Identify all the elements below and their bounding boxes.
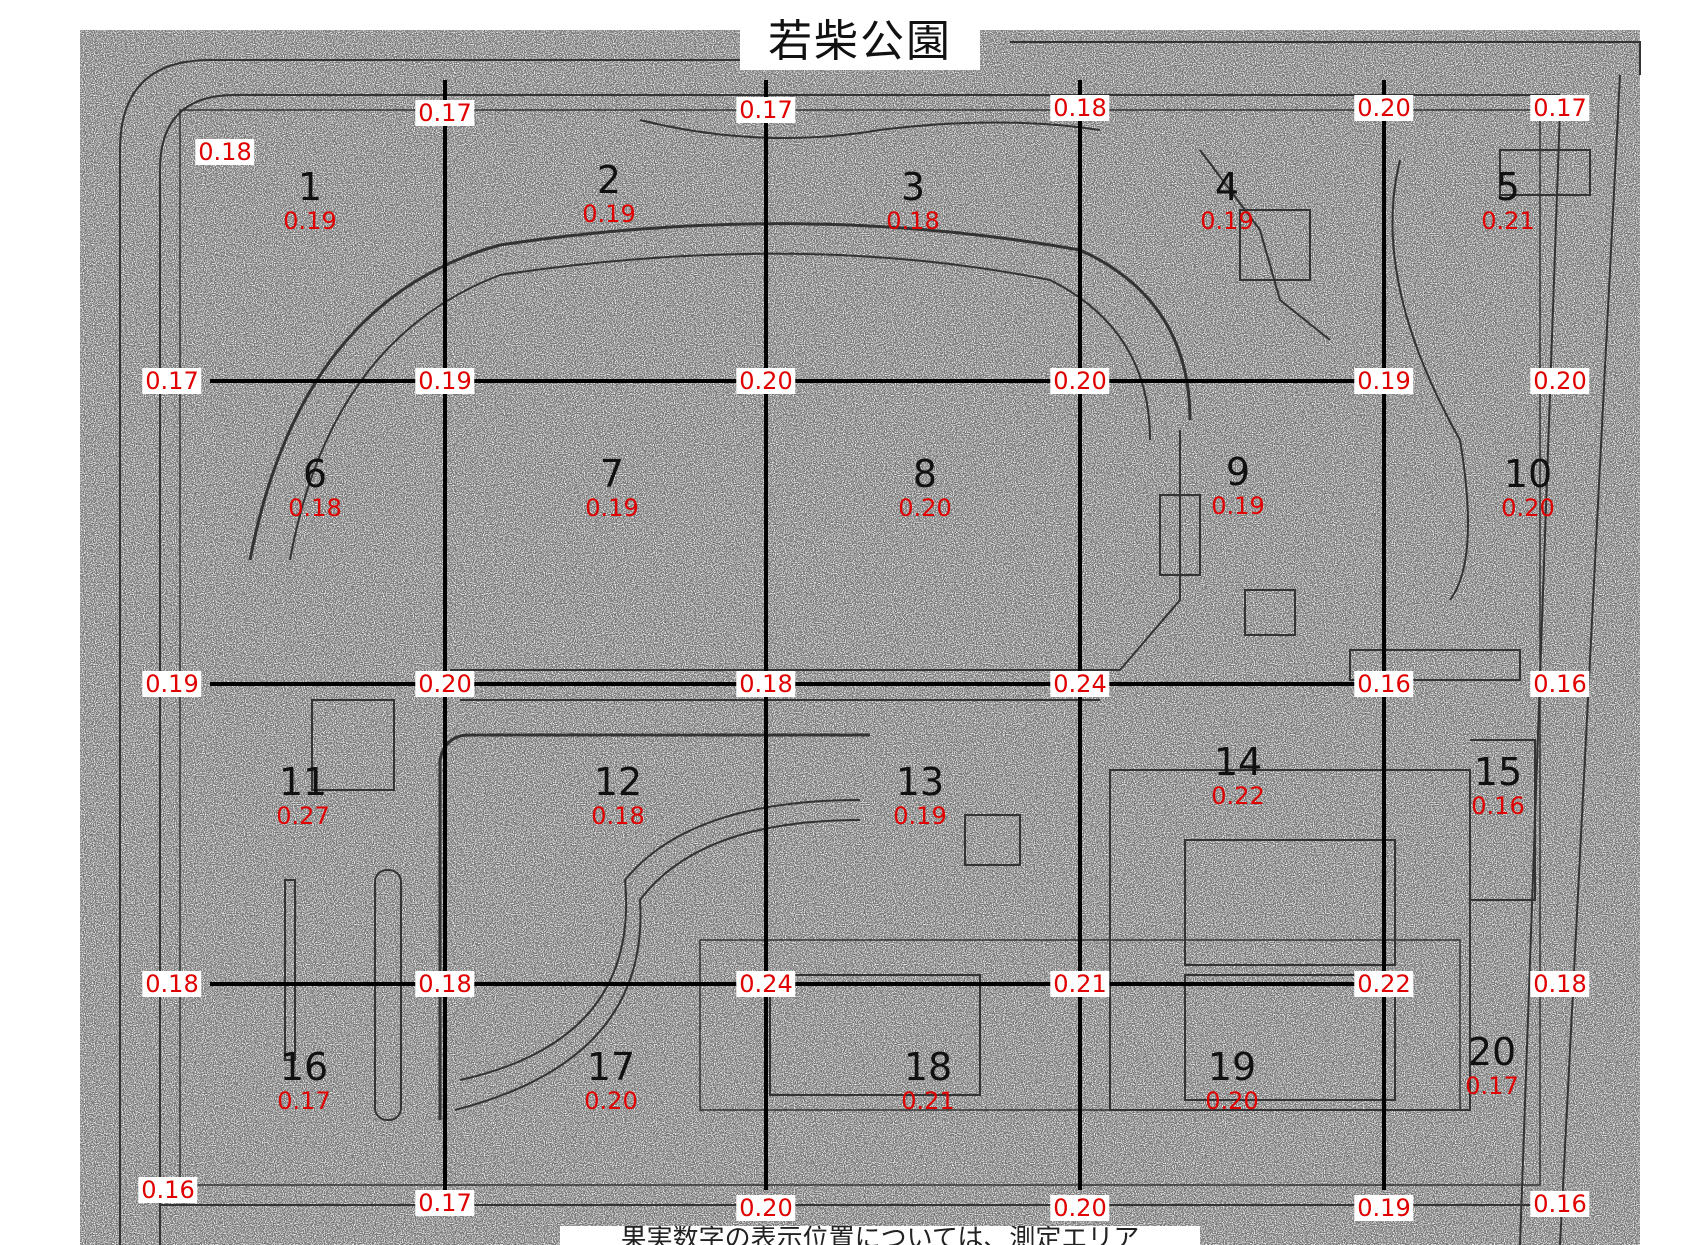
grid-point-value: 0.17	[736, 97, 796, 123]
cell-number: 15	[1473, 750, 1523, 794]
grid-point-value: 0.19	[142, 671, 202, 697]
cell-number: 12	[593, 760, 643, 804]
cell-number: 2	[596, 158, 622, 202]
cell-value: 0.27	[276, 802, 330, 830]
cell-number: 4	[1214, 165, 1240, 209]
cell-number: 14	[1213, 740, 1263, 784]
cell-number: 20	[1467, 1030, 1517, 1074]
cell-value: 0.18	[288, 494, 342, 522]
grid-point-value: 0.20	[1050, 368, 1110, 394]
grid-point-value: 0.16	[138, 1177, 198, 1203]
cell-number: 5	[1495, 165, 1521, 209]
grid-point-value: 0.20	[1354, 95, 1414, 121]
cell-value: 0.17	[277, 1087, 331, 1115]
cell-number: 16	[279, 1045, 329, 1089]
grid-point-value: 0.16	[1530, 1191, 1590, 1217]
grid-point-value: 0.19	[1354, 1195, 1414, 1221]
grid-point-value: 0.20	[736, 368, 796, 394]
grid-point-value: 0.16	[1530, 671, 1590, 697]
grid-point-value: 0.18	[1050, 95, 1110, 121]
cell-value: 0.21	[1481, 207, 1535, 235]
cell-value: 0.20	[898, 494, 952, 522]
map-texture	[80, 30, 1640, 1245]
cell-value: 0.20	[1501, 494, 1555, 522]
cell-number: 18	[903, 1045, 953, 1089]
cell-number: 1	[297, 165, 323, 209]
map-title: 若柴公園	[740, 14, 980, 70]
grid-point-value: 0.16	[1354, 671, 1414, 697]
cell-value: 0.19	[1200, 207, 1254, 235]
grid-point-value: 0.18	[415, 971, 475, 997]
cell-number: 6	[302, 452, 328, 496]
grid-point-value: 0.17	[415, 1190, 475, 1216]
grid-point-value: 0.24	[736, 971, 796, 997]
cell-value: 0.17	[1465, 1072, 1519, 1100]
cell-value: 0.18	[591, 802, 645, 830]
cell-value: 0.19	[582, 200, 636, 228]
cell-number: 13	[895, 760, 945, 804]
cell-number: 19	[1207, 1045, 1257, 1089]
cell-number: 8	[912, 452, 938, 496]
cell-value: 0.22	[1211, 782, 1265, 810]
cell-number: 17	[586, 1045, 636, 1089]
grid-point-value: 0.20	[415, 671, 475, 697]
cell-value: 0.19	[893, 802, 947, 830]
cell-number: 7	[599, 452, 625, 496]
grid-point-value: 0.20	[736, 1195, 796, 1221]
grid-point-value: 0.17	[415, 100, 475, 126]
grid-point-value: 0.18	[1530, 971, 1590, 997]
grid-point-value: 0.17	[142, 368, 202, 394]
cell-value: 0.20	[584, 1087, 638, 1115]
cell-value: 0.16	[1471, 792, 1525, 820]
cell-value: 0.18	[886, 207, 940, 235]
measurement-grid	[210, 80, 1400, 1190]
map-note: 果実数字の表示位置については、測定エリア	[560, 1226, 1200, 1245]
cell-number: 3	[900, 165, 926, 209]
grid-point-value: 0.22	[1354, 971, 1414, 997]
cell-value: 0.21	[901, 1087, 955, 1115]
cell-number: 9	[1225, 450, 1251, 494]
grid-point-value: 0.21	[1050, 971, 1110, 997]
cell-value: 0.19	[585, 494, 639, 522]
grid-point-value: 0.17	[1530, 95, 1590, 121]
cell-value: 0.19	[1211, 492, 1265, 520]
grid-point-value: 0.18	[142, 971, 202, 997]
cell-number: 11	[278, 760, 328, 804]
cell-number: 10	[1503, 452, 1553, 496]
grid-point-value: 0.19	[415, 368, 475, 394]
cell-value: 0.20	[1205, 1087, 1259, 1115]
grid-point-value: 0.18	[736, 671, 796, 697]
cell-value: 0.19	[283, 207, 337, 235]
grid-point-value: 0.20	[1530, 368, 1590, 394]
grid-point-value: 0.20	[1050, 1195, 1110, 1221]
grid-point-value: 0.24	[1050, 671, 1110, 697]
grid-point-value: 0.18	[195, 139, 255, 165]
grid-point-value: 0.19	[1354, 368, 1414, 394]
